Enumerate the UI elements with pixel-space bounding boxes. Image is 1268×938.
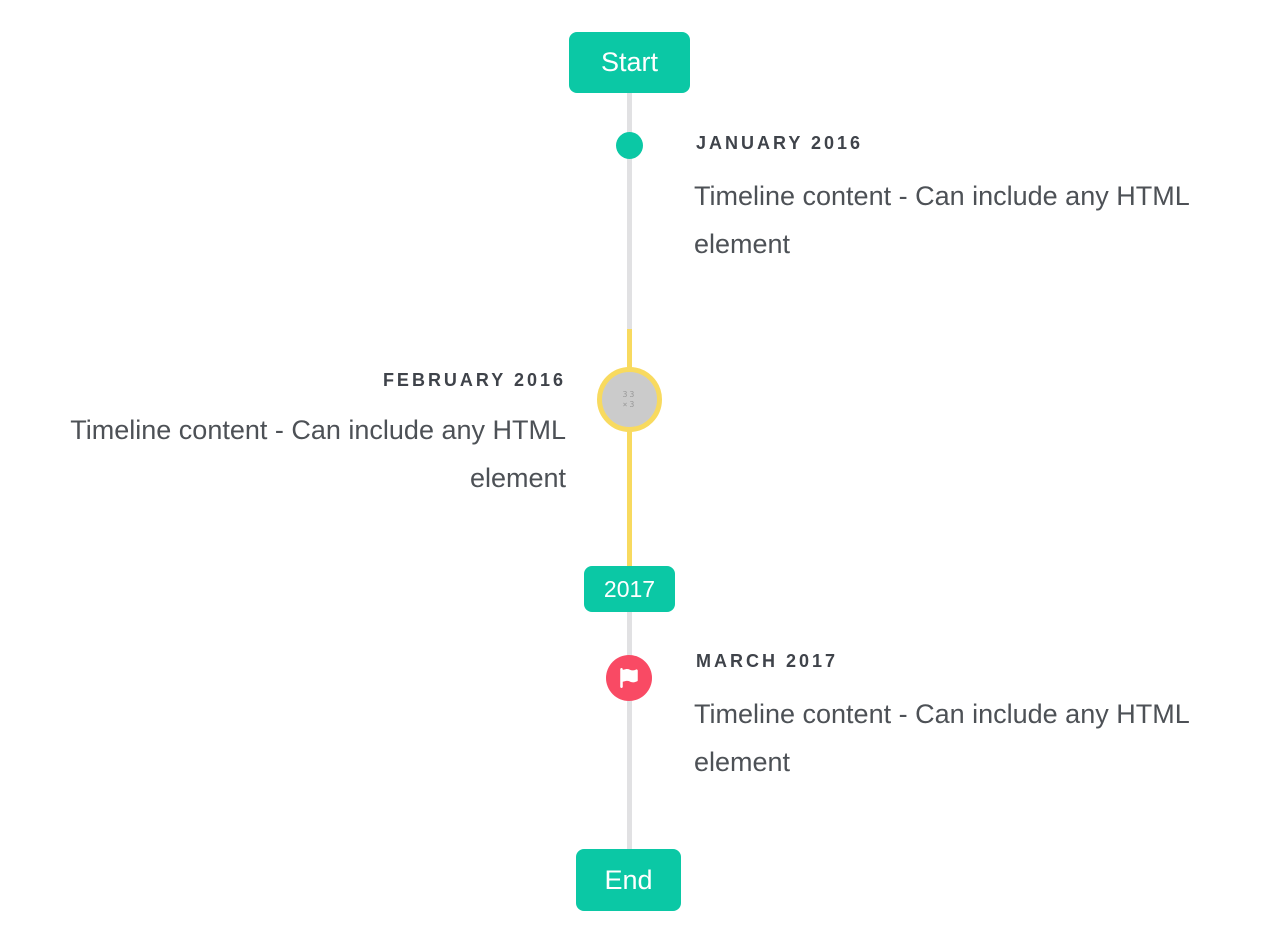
entry-content-february: Timeline content - Can include any HTML … — [70, 415, 566, 493]
year-badge-2017: 2017 — [584, 566, 675, 612]
entry-content-march: Timeline content - Can include any HTML … — [694, 699, 1189, 777]
entry-title-february: FEBRUARY 2016 — [382, 370, 566, 390]
timeline-line-highlight — [627, 329, 632, 566]
end-badge: End — [576, 849, 681, 911]
broken-image-icon: ×3 — [622, 399, 637, 409]
start-badge: Start — [569, 32, 690, 93]
entry-title-march: MARCH 2017 — [696, 651, 839, 671]
broken-image-icon: 33 — [622, 389, 637, 399]
february-image-marker: 33 ×3 — [597, 367, 662, 432]
january-dot-marker — [616, 132, 643, 159]
march-flag-marker — [606, 655, 652, 701]
flag-icon — [619, 668, 639, 688]
entry-title-january: JANUARY 2016 — [696, 133, 864, 153]
entry-content-january: Timeline content - Can include any HTML … — [694, 181, 1189, 259]
